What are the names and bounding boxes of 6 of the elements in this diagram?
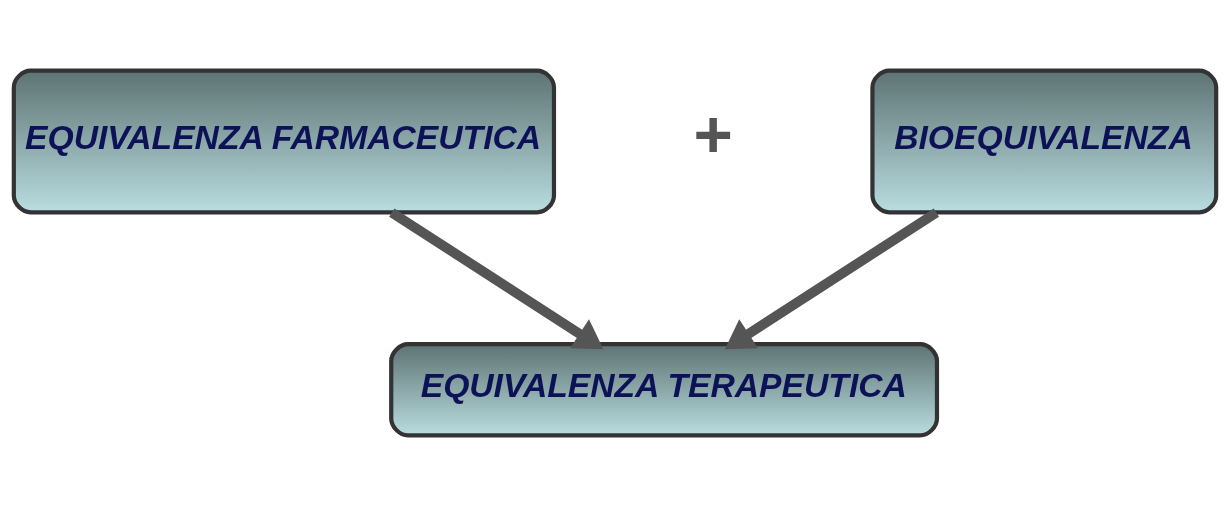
arrow (724, 207, 940, 349)
node-box: EQUIVALENZA TERAPEUTICA (389, 341, 940, 437)
arrow (389, 207, 604, 349)
label: + (693, 95, 733, 171)
node-box: EQUIVALENZA FARMACEUTICA (11, 68, 557, 214)
node-box: BIOEQUIVALENZA (870, 68, 1219, 214)
